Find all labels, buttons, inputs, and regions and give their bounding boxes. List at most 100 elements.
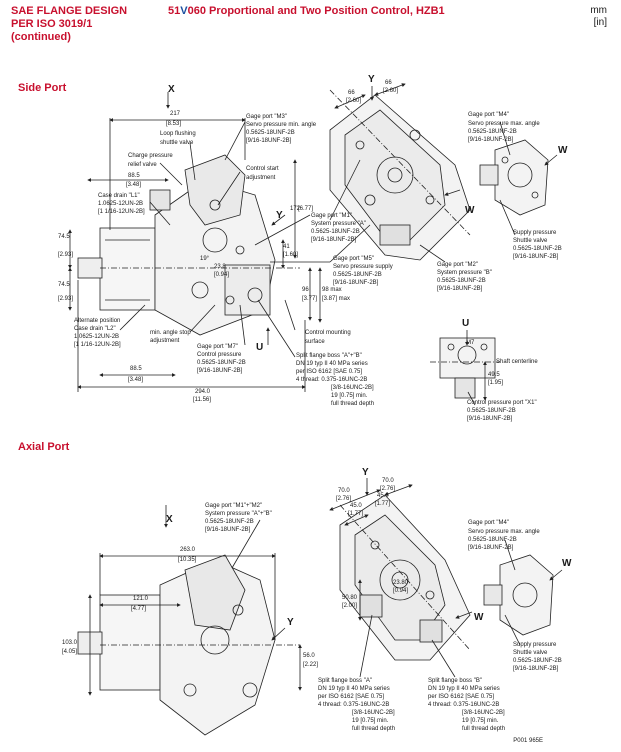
dim-172: 172	[290, 206, 301, 212]
label-min-angle-adjust: adjustment	[150, 338, 180, 344]
label-control-mounting-surface: surface	[305, 339, 325, 345]
dim-74-5: 74.5	[58, 234, 70, 240]
label-shuttle-valve: shuttle valve	[160, 140, 194, 146]
side-view-dimensions	[68, 92, 330, 392]
label-m5-desc: Servo pressure supply	[333, 264, 393, 270]
label-gage-x1: Control pressure port "X1"	[467, 400, 537, 406]
label-sfb-thread-in: [3/8-16UNC-2B]	[462, 710, 505, 716]
label-gage-m1-m2: Gage port "M1"+"M2"	[205, 503, 263, 509]
series-title: SAE FLANGE DESIGN PER ISO 3019/1 (contin…	[11, 5, 128, 43]
dim-23-80-in: [0.94]	[393, 588, 409, 594]
label-m5-thread-in: [9/16-18UNF-2B]	[333, 280, 379, 286]
dim-41: 41	[283, 244, 290, 250]
label-loop-flushing: Loop flushing	[160, 131, 196, 137]
label-sfa-iso: per ISO 6162 [SAE 0.75]	[318, 694, 385, 700]
label-l1-thread-in: [1 1/16-12UN-2B]	[98, 209, 145, 215]
dim-66-b-in: [2.60]	[383, 88, 399, 94]
label-m3-thread: 0.5625-18UNF-2B	[246, 130, 295, 136]
label-sfa-depth: 19 [0.75] min.	[352, 718, 389, 724]
dim-41-in: [1.60]	[283, 252, 299, 258]
label-m2-thread-in: [9/16-18UNF-2B]	[437, 286, 483, 292]
dim-66-a: 66	[348, 90, 355, 96]
label-control-mounting: Control mounting	[305, 330, 351, 336]
label-axial-m4-thread: 0.5625-18UNF-2B	[468, 537, 517, 543]
label-m1-thread-in: [9/16-18UNF-2B]	[311, 237, 357, 243]
label-supply-pressure: Supply pressure	[513, 230, 557, 236]
label-charge-pressure: Charge pressure	[128, 153, 173, 159]
dim-294-in: [11.56]	[193, 397, 211, 403]
label-axial-gage-m4: Gage port "M4"	[468, 520, 509, 526]
label-gage-m5: Gage port "M5"	[333, 256, 374, 262]
label-m2-desc: System pressure "B"	[437, 270, 492, 276]
label-min-angle-stop: min. angle stop	[150, 330, 191, 336]
dim-74-5-b: 74.5	[58, 282, 70, 288]
dim-96: 96	[302, 287, 309, 293]
dim-49-5: 49.5	[488, 372, 500, 378]
dim-294: 294.0	[195, 389, 211, 395]
label-sf-thread-in: [3/8-16UNC-2B]	[331, 385, 374, 391]
label-m4-thread-in: [9/16-18UNF-2B]	[468, 137, 514, 143]
dim-23-8: 23.8	[214, 264, 226, 270]
dim-70: 70.0	[338, 488, 350, 494]
label-m5-thread: 0.5625-18UNF-2B	[333, 272, 382, 278]
label-axial-sv-thread-in: [9/16-18UNF-2B]	[513, 666, 559, 672]
label-m3-thread-in: [9/16-18UNF-2B]	[246, 138, 292, 144]
label-l2-thread-in: [1 1/16-12UN-2B]	[74, 342, 121, 348]
dim-103-in: [4.05]	[62, 649, 78, 655]
dim-23-8-in: [0.94]	[214, 272, 230, 278]
dim-88-5-lower-in: [3.48]	[128, 377, 144, 383]
dim-88-5-lower: 88.5	[130, 366, 142, 372]
label-relief-valve: relief valve	[128, 162, 157, 168]
label-control-start: Control start	[246, 166, 279, 172]
label-shuttle-valve-w: Shuttle valve	[513, 238, 548, 244]
view-label-y-side: Y	[276, 210, 283, 221]
label-control-start-adjust: adjustment	[246, 175, 276, 181]
dim-96-in: [3.77]	[302, 296, 318, 302]
label-case-drain-l2: Case drain "L2"	[74, 326, 116, 332]
label-sv-thread: 0.5625-18UNF-2B	[513, 246, 562, 252]
label-x1-thread-in: [9/16-18UNF-2B]	[467, 416, 513, 422]
label-sfb-thread: 4 thread: 0.375-16UNC-2B	[428, 702, 500, 708]
label-sfa-series: DN 19 typ II 40 MPa series	[318, 686, 390, 692]
label-sf-iso: per ISO 6162 [SAE 0.75]	[296, 369, 363, 375]
label-sfa-thread-in: [3/8-16UNC-2B]	[352, 710, 395, 716]
label-ab-thread: 0.5625-18UNF-2B	[205, 519, 254, 525]
view-label-y-top: Y	[368, 74, 375, 85]
label-m4-thread: 0.5625-18UNF-2B	[468, 129, 517, 135]
label-m7-port: M7	[466, 340, 475, 346]
dim-217: 217	[170, 111, 181, 117]
dim-70-b-in: [2.76]	[380, 486, 396, 492]
axial-side-view-pump-body	[77, 554, 300, 736]
label-sf-series: DN 19 typ II 40 MPa series	[296, 361, 368, 367]
label-gage-m2: Gage port "M2"	[437, 262, 478, 268]
label-l2-thread: 1.0625-12UN-2B	[74, 334, 120, 340]
dim-121: 121.0	[133, 596, 149, 602]
label-sfb-series: DN 19 typ II 40 MPa series	[428, 686, 500, 692]
dim-56-in: [2.22]	[303, 662, 319, 668]
label-split-flange-b: Split flange boss "B"	[428, 678, 482, 684]
dim-45-in: [1.77]	[348, 511, 364, 517]
view-label-w-axial-side: W	[562, 558, 572, 569]
label-m1-desc: System pressure "A"	[311, 221, 366, 227]
view-label-w-axial-top: W	[474, 612, 484, 623]
label-gage-m3: Gage port "M3"	[246, 114, 287, 120]
label-split-flange-a: Split flange boss "A"	[318, 678, 372, 684]
dim-49-5-in: [1.95]	[488, 380, 504, 386]
label-sfa-thread: 4 thread: 0.375-16UNC-2B	[318, 702, 390, 708]
axial-side-view-dimensions	[88, 505, 302, 696]
label-shaft-centerline: Shaft centerline	[496, 359, 538, 365]
label-sf-depth: 19 [0.75] min.	[331, 393, 368, 399]
dim-70-b: 70.0	[382, 478, 394, 484]
label-m7-thread: 0.5625-18UNF-2B	[197, 360, 246, 366]
view-label-x-axial: X	[166, 514, 173, 525]
dim-172-in: [6.77]	[298, 206, 314, 212]
label-split-flange-ab: Split flange boss "A"+"B"	[296, 353, 362, 359]
label-x1-thread: 0.5625-18UNF-2B	[467, 408, 516, 414]
u-view-body	[430, 330, 500, 406]
dim-88-5: 88.5	[128, 173, 140, 179]
label-gage-m1: Gage port "M1"	[311, 213, 352, 219]
top-view-pump-body	[329, 89, 471, 261]
label-ab-desc: System pressure "A"+"B"	[205, 511, 272, 517]
label-sfb-depth: 19 [0.75] min.	[462, 718, 499, 724]
